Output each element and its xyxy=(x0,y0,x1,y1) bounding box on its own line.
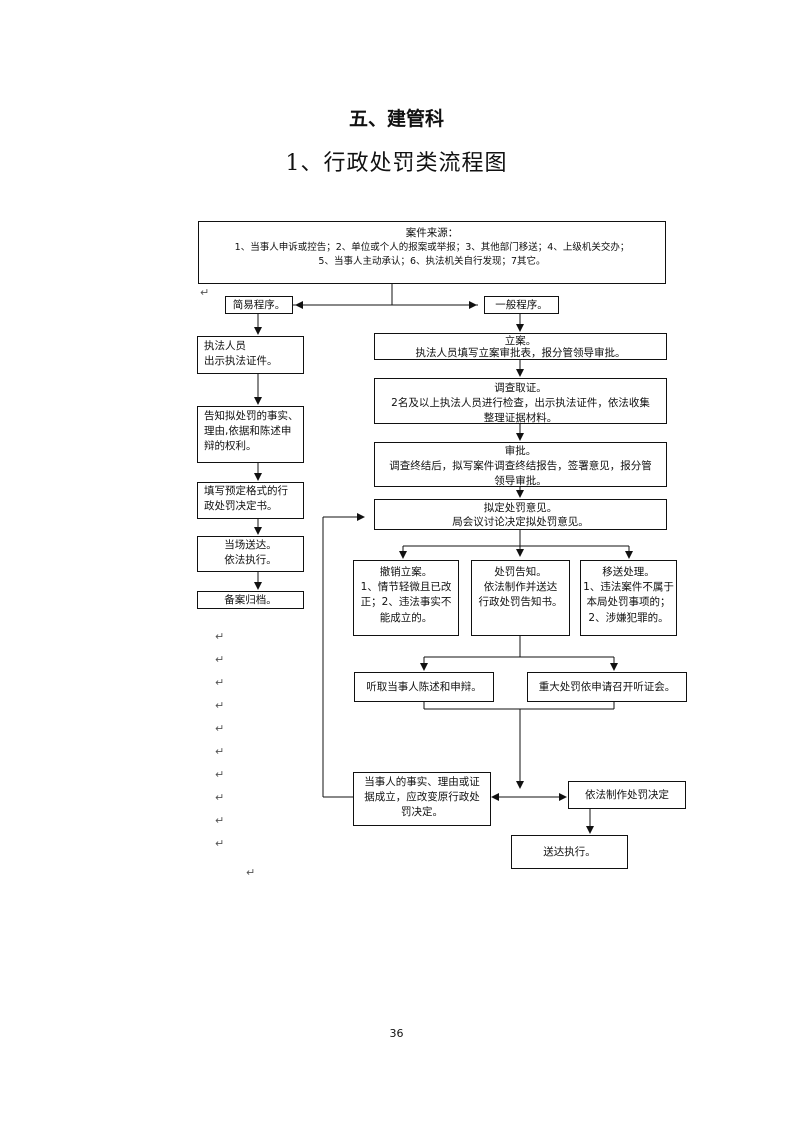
hearing-major-box: 重大处罚依申请召开听证会。 xyxy=(527,672,687,702)
transfer-line-2: 1、违法案件不属于 xyxy=(583,581,674,594)
paragraph-mark: ↵ xyxy=(215,676,225,689)
general-procedure-label: 一般程序。 xyxy=(495,299,548,311)
show-id-line-2: 出示执法证件。 xyxy=(204,355,278,368)
transfer-line-1: 移送处理。 xyxy=(602,566,655,578)
case-source-heading: 案件来源： xyxy=(405,227,459,239)
fill-form-line-2: 政处罚决定书。 xyxy=(204,500,278,513)
deliver-execute-box: 送达执行。 xyxy=(511,835,628,869)
notice-line-3: 行政处罚告知书。 xyxy=(478,596,563,609)
paragraph-mark: ↵ xyxy=(215,791,225,804)
paragraph-mark: ↵ xyxy=(215,699,225,712)
simple-procedure-label: 简易程序。 xyxy=(232,299,286,311)
notice-line-1: 处罚告知。 xyxy=(494,566,547,578)
hearing-statement-label: 听取当事人陈述和申辩。 xyxy=(366,681,482,693)
chart-title: 1、行政处罚类流程图 xyxy=(285,151,508,176)
case-source-line-2: 5、当事人主动承认；6、执法机关自行发现；7其它。 xyxy=(318,255,546,267)
deliver-on-spot-line-2: 依法执行。 xyxy=(224,554,277,567)
investigate-box: 调查取证。 2名及以上执法人员进行检查，出示执法证件，依法收集 整理证据材料。 xyxy=(374,378,667,424)
inform-rights-box: 告知拟处罚的事实、 理由,依据和陈述申 辩的权利。 xyxy=(197,406,304,463)
investigate-line-3: 整理证据材料。 xyxy=(483,412,558,425)
simple-procedure-box: 简易程序。 xyxy=(225,296,293,314)
change-decision-line-1: 当事人的事实、理由或证 xyxy=(364,776,480,788)
notice-line-2: 依法制作并送达 xyxy=(483,581,558,594)
paragraph-mark: ↵ xyxy=(215,653,225,666)
register-line-1: 立案。 xyxy=(504,335,537,347)
approve-box: 审批。 调查终结后，拟写案件调查终结报告，签署意见，报分管 领导审批。 xyxy=(374,442,667,487)
change-decision-line-3: 罚决定。 xyxy=(401,806,443,819)
hearing-major-label: 重大处罚依申请召开听证会。 xyxy=(538,681,676,693)
investigate-line-2: 2名及以上执法人员进行检查，出示执法证件，依法收集 xyxy=(391,397,650,410)
transfer-line-3: 本局处罚事项的； xyxy=(586,596,671,609)
show-id-line-1: 执法人员 xyxy=(204,340,246,352)
deliver-execute-label: 送达执行。 xyxy=(543,846,596,858)
propose-line-1: 拟定处罚意见。 xyxy=(483,502,558,514)
paragraph-mark: ↵ xyxy=(215,630,225,643)
approve-line-3: 领导审批。 xyxy=(494,475,547,488)
paragraph-mark: ↵ xyxy=(215,814,225,827)
revoke-line-4: 能成立的。 xyxy=(379,611,433,624)
archive-label: 备案归档。 xyxy=(224,594,277,606)
archive-box: 备案归档。 xyxy=(197,591,304,609)
make-decision-label: 依法制作处罚决定 xyxy=(585,789,669,801)
transfer-line-4: 2、涉嫌犯罪的。 xyxy=(588,611,669,624)
change-decision-line-2: 据成立，应改变原行政处 xyxy=(364,791,480,804)
inform-line-1: 告知拟处罚的事实、 xyxy=(204,410,299,422)
revoke-line-3: 正；2、违法事实不 xyxy=(360,596,452,609)
paragraph-mark: ↵ xyxy=(215,745,225,758)
register-line-2: 执法人员填写立案审批表，报分管领导审批。 xyxy=(415,347,626,359)
paragraph-mark: ↵ xyxy=(215,722,225,735)
section-title: 五、建管科 xyxy=(348,108,444,130)
penalty-notice-box: 处罚告知。 依法制作并送达 行政处罚告知书。 xyxy=(471,560,570,636)
revoke-case-box: 撤销立案。 1、情节轻微且已改 正；2、违法事实不 能成立的。 xyxy=(353,560,459,636)
deliver-on-spot-box: 当场送达。 依法执行。 xyxy=(197,536,304,572)
paragraph-mark: ↵ xyxy=(215,837,225,850)
inform-line-2: 理由,依据和陈述申 xyxy=(204,425,292,438)
page-number: 36 xyxy=(389,1027,404,1040)
propose-line-2: 局会议讨论决定拟处罚意见。 xyxy=(452,516,589,528)
revoke-line-1: 撤销立案。 xyxy=(379,566,433,578)
inform-line-3: 辩的权利。 xyxy=(204,440,257,453)
fill-form-line-1: 填写预定格式的行 xyxy=(204,485,288,497)
register-case-box: 立案。 执法人员填写立案审批表，报分管领导审批。 xyxy=(374,333,667,360)
deliver-on-spot-line-1: 当场送达。 xyxy=(224,539,277,551)
investigate-line-1: 调查取证。 xyxy=(494,382,547,394)
general-procedure-box: 一般程序。 xyxy=(484,296,559,314)
change-decision-box: 当事人的事实、理由或证 据成立，应改变原行政处 罚决定。 xyxy=(353,772,491,826)
propose-penalty-box: 拟定处罚意见。 局会议讨论决定拟处罚意见。 xyxy=(374,499,667,530)
case-source-box: 案件来源： 1、当事人申诉或控告；2、单位或个人的报案或举报；3、其他部门移送；… xyxy=(198,221,666,284)
case-source-line-1: 1、当事人申诉或控告；2、单位或个人的报案或举报；3、其他部门移送；4、上级机关… xyxy=(234,242,630,254)
show-id-box: 执法人员 出示执法证件。 xyxy=(197,336,304,374)
approve-line-2: 调查终结后，拟写案件调查终结报告，签署意见，报分管 xyxy=(389,460,652,473)
fill-form-box: 填写预定格式的行 政处罚决定书。 xyxy=(197,482,304,519)
hearing-statement-box: 听取当事人陈述和申辩。 xyxy=(354,672,494,702)
paragraph-mark: ↵ xyxy=(200,286,210,299)
make-decision-box: 依法制作处罚决定 xyxy=(568,781,686,809)
paragraph-mark: ↵ xyxy=(246,866,256,879)
paragraph-mark: ↵ xyxy=(215,768,225,781)
revoke-line-2: 1、情节轻微且已改 xyxy=(360,581,452,594)
approve-line-1: 审批。 xyxy=(504,445,537,457)
transfer-box: 移送处理。 1、违法案件不属于 本局处罚事项的； 2、涉嫌犯罪的。 xyxy=(580,560,677,636)
